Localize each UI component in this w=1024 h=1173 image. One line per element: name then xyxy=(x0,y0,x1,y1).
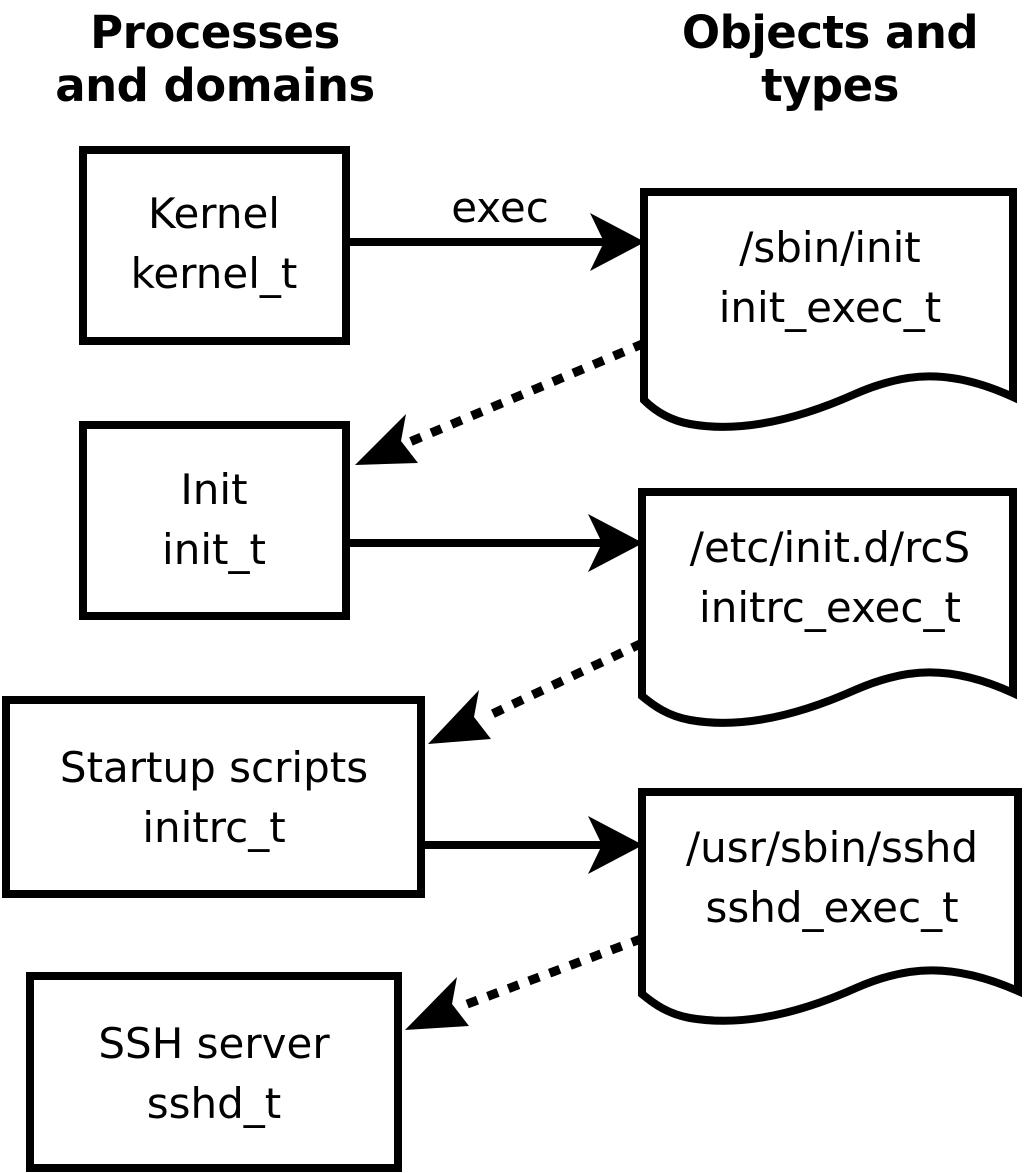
node-kernel-box[interactable] xyxy=(79,146,350,345)
node-initrc-exec[interactable]: /etc/init.d/rcS initrc_exec_t xyxy=(638,488,1017,727)
node-init[interactable]: Init init_t xyxy=(79,421,350,620)
arrow-head-icon xyxy=(405,977,469,1030)
column-header-objects-line2: types xyxy=(761,59,899,112)
node-kernel-line1: Kernel xyxy=(148,189,280,238)
node-sshd-exec-line1: /usr/sbin/sshd xyxy=(686,823,978,872)
edge-line-dotted xyxy=(464,934,644,1009)
node-init-exec-line2: init_exec_t xyxy=(719,283,942,332)
node-sshd-exec-line2: sshd_exec_t xyxy=(705,883,958,932)
node-sshd-exec[interactable]: /usr/sbin/sshd sshd_exec_t xyxy=(638,788,1022,1025)
edge-sshd-exec-to-sshd xyxy=(405,934,644,1030)
column-header-processes: Processes and domains xyxy=(55,6,375,112)
arrow-head-icon xyxy=(588,816,643,874)
node-kernel-line2: kernel_t xyxy=(131,249,298,298)
node-sshd-exec-document-shape[interactable] xyxy=(638,788,1022,1025)
edge-initrc-exec-sshd-exec xyxy=(425,816,643,874)
node-init-exec[interactable]: /sbin/init init_exec_t xyxy=(640,188,1017,431)
node-sshd-line1: SSH server xyxy=(98,1019,330,1068)
node-initrc-line1: Startup scripts xyxy=(60,743,368,792)
arrow-head-icon xyxy=(588,514,643,572)
column-header-processes-line1: Processes xyxy=(90,6,340,59)
arrow-head-icon xyxy=(355,414,418,465)
node-initrc-exec-document-shape[interactable] xyxy=(638,488,1017,727)
edge-kernel-exec-init-exec: exec xyxy=(350,183,645,271)
node-init-line2: init_t xyxy=(162,525,266,574)
node-init-box[interactable] xyxy=(79,421,350,620)
edge-init-exec-to-init xyxy=(355,339,646,465)
node-kernel[interactable]: Kernel kernel_t xyxy=(79,146,350,345)
column-header-objects: Objects and types xyxy=(682,6,979,112)
node-sshd-line2: sshd_t xyxy=(147,1079,282,1128)
node-initrc-box[interactable] xyxy=(2,696,425,898)
edge-label-exec: exec xyxy=(451,183,549,232)
edge-line-dotted xyxy=(406,339,646,447)
node-initrc-line2: initrc_t xyxy=(142,803,285,852)
arrow-head-icon xyxy=(590,213,645,271)
node-init-line1: Init xyxy=(180,465,247,514)
column-header-objects-line1: Objects and xyxy=(682,6,978,59)
node-initrc-exec-line2: initrc_exec_t xyxy=(699,583,961,632)
edge-init-exec-initrc-exec xyxy=(350,514,643,572)
node-sshd-box[interactable] xyxy=(26,972,402,1172)
node-initrc[interactable]: Startup scripts initrc_t xyxy=(2,696,425,898)
node-init-exec-line1: /sbin/init xyxy=(739,223,921,272)
node-initrc-exec-line1: /etc/init.d/rcS xyxy=(690,523,970,572)
node-sshd[interactable]: SSH server sshd_t xyxy=(26,972,402,1172)
arrow-head-icon xyxy=(428,690,491,744)
edge-initrc-exec-to-initrc xyxy=(428,639,644,744)
column-header-processes-line2: and domains xyxy=(55,59,374,112)
edge-line-dotted xyxy=(482,639,644,722)
node-init-exec-document-shape[interactable] xyxy=(640,188,1017,431)
